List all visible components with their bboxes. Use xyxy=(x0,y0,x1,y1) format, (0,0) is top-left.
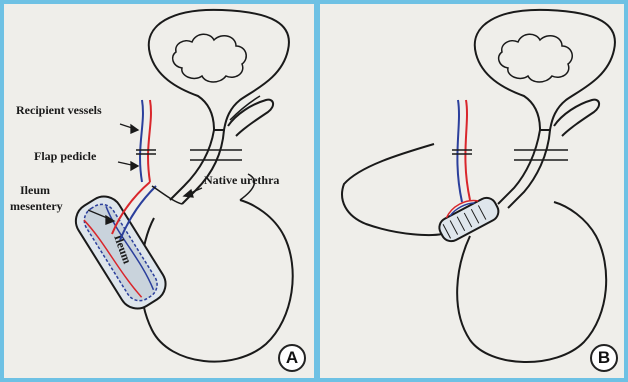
native-urethra-tube xyxy=(170,130,214,200)
panel-b-tag: B xyxy=(590,344,618,372)
panel-a: Ileum Recipient vessels Flap pedicle Ile… xyxy=(4,4,314,378)
recipient-vein xyxy=(140,100,143,182)
flap-pedicle-label: Flap pedicle xyxy=(34,149,97,163)
native-urethra-label: Native urethra xyxy=(204,173,279,187)
recipient-vein xyxy=(457,100,462,202)
native-urethra-tube-inner xyxy=(508,130,550,208)
seminal-vesicle-2 xyxy=(230,96,260,120)
phallus-outline xyxy=(342,144,442,235)
recipient-vessels-label: Recipient vessels xyxy=(16,103,102,117)
panel-b: B xyxy=(320,4,624,378)
ileum-segment xyxy=(433,189,502,245)
panel-a-drawing: Ileum Recipient vessels Flap pedicle Ile… xyxy=(4,4,314,378)
panel-a-tag: A xyxy=(278,344,306,372)
bladder-mucosa xyxy=(173,34,247,82)
flap-connection xyxy=(152,186,182,204)
ileum-mesentery-label-2: mesentery xyxy=(10,199,63,213)
bladder-mucosa xyxy=(499,34,573,82)
recipient-artery xyxy=(148,100,151,182)
panel-b-drawing xyxy=(320,4,624,378)
native-urethra-tube xyxy=(498,130,540,204)
ileum-mesentery-label-1: Ileum xyxy=(20,183,50,197)
